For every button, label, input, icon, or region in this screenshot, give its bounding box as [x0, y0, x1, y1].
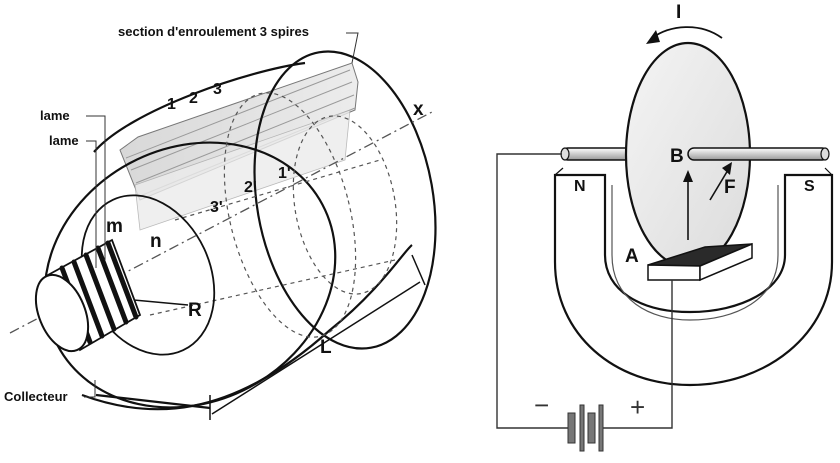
point-m-label: m	[106, 216, 123, 237]
collector	[34, 238, 142, 353]
force-arrow	[709, 169, 729, 201]
axis-label-x: x	[413, 99, 424, 120]
magnet-inner-edge	[611, 185, 779, 321]
turn-label-1: 1	[167, 96, 176, 113]
current-label: I	[676, 2, 681, 23]
hidden-section-ring	[223, 92, 357, 338]
turn-prime-label-1: 1'	[278, 165, 291, 182]
south-pole-label: S	[804, 178, 815, 195]
hidden-bore-generatrix	[174, 159, 381, 221]
collector-end-face	[34, 273, 90, 353]
hidden-inner-back-ring	[292, 115, 398, 295]
magnet-pole-top-n	[554, 167, 564, 176]
minus-sign: −	[534, 390, 549, 420]
winding-lower-strip	[134, 109, 351, 231]
turn-prime-label-3: 3'	[210, 199, 223, 216]
turn-prime-label-2: 2'	[244, 179, 257, 196]
vertical-current-arrowhead	[683, 170, 693, 182]
lame-label-top: lame	[40, 108, 70, 123]
lame-label-bottom: lame	[49, 133, 79, 148]
leader-lines	[84, 32, 359, 398]
rotation-arrowhead	[646, 30, 660, 44]
plus-sign: +	[630, 392, 645, 422]
horseshoe-magnet	[553, 173, 834, 387]
mercury-trough	[647, 242, 753, 282]
length-dimension	[209, 254, 426, 420]
radius-label: R	[188, 300, 202, 321]
cylinder-lower-silhouette	[81, 244, 413, 411]
winding-section-label: section d'enroulement 3 spires	[118, 24, 309, 39]
collector-label: Collecteur	[4, 389, 68, 404]
hidden-bottom-generatrix	[149, 259, 396, 316]
rotation-arrow	[651, 26, 723, 39]
turn-label-3: 3	[213, 81, 222, 98]
turn-label-2: 2	[189, 90, 198, 107]
point-n-label: n	[150, 231, 162, 252]
point-b-label: B	[670, 146, 684, 167]
north-pole-label: N	[574, 178, 586, 195]
cylinder-back-face	[253, 50, 437, 350]
force-arrowhead	[722, 162, 732, 175]
left-rod	[560, 147, 633, 161]
battery	[567, 404, 604, 452]
circuit-wires	[496, 153, 673, 429]
right-rod	[687, 147, 830, 161]
barlow-wheel-diagram: I B F A N S − +	[496, 2, 834, 452]
length-label: L	[320, 337, 332, 358]
cylinder-top-edge	[93, 61, 306, 153]
point-a-label: A	[625, 246, 639, 267]
magnet-pole-top-s	[824, 167, 833, 176]
force-label: F	[724, 177, 736, 198]
rotor-diagram: section d'enroulement 3 spires lame lame…	[4, 24, 437, 420]
